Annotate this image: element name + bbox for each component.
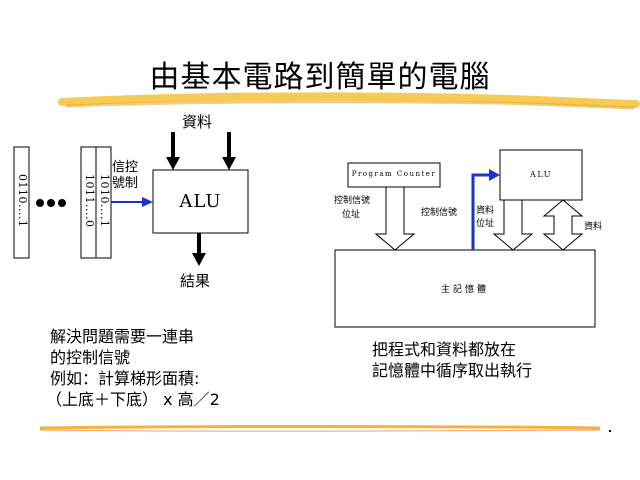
data-double-hollow-arrow <box>542 199 584 251</box>
left-text-line4: （上底＋下底） x 高／2 <box>46 390 220 409</box>
tape-1 <box>13 146 30 259</box>
title-underline-stroke <box>58 92 640 108</box>
control-label-line2: 號制 <box>112 176 139 191</box>
control-signal-text: 控制信號 <box>334 196 371 206</box>
data-arrow-head <box>166 157 180 170</box>
footer-dot <box>609 430 611 432</box>
result-label: 結果 <box>180 272 211 290</box>
address-text: 位址 <box>342 210 361 220</box>
slide-title: 由基本電路到簡單的電腦 <box>149 60 491 95</box>
right-text-line2: 記憶體中循序取出執行 <box>372 361 533 380</box>
ellipsis-dot <box>47 199 55 207</box>
ellipsis-dot <box>36 199 44 207</box>
left-text-line2: 的控制信號 <box>50 348 131 367</box>
result-arrow-head <box>192 253 206 266</box>
left-explanation: 解決問題需要一連串 的控制信號 例如：計算梯形面積: （上底＋下底） x 高／2 <box>46 326 220 410</box>
data-address-label: 資料 位址 <box>476 205 494 231</box>
alu-box <box>152 169 249 234</box>
control-arrow-head <box>142 197 153 207</box>
address-text-2: 位址 <box>476 219 495 229</box>
tape-1-text: 0110....1 <box>16 174 29 228</box>
tape-2-text: 1011....0 <box>83 174 96 228</box>
right-text-line1: 把程式和資料都放在 <box>372 340 517 359</box>
left-text-line1: 解決問題需要一連串 <box>50 327 195 346</box>
right-alu-label: ALU <box>530 170 552 179</box>
alu-label: ALU <box>179 191 222 212</box>
left-text-line3: 例如：計算梯形面積: <box>50 369 200 388</box>
blue-control-arrow-head <box>489 169 500 181</box>
blue-control-path <box>471 173 490 250</box>
data-text: 資料 <box>476 206 495 216</box>
program-counter-label: Program Counter <box>351 170 437 178</box>
address-hollow-arrow <box>374 186 416 251</box>
control-label-line1: 信控 <box>112 160 139 175</box>
tape-3-text: 1010....1 <box>98 174 111 228</box>
main-memory-label: 主記憶體 <box>440 285 489 295</box>
left-control-address-label: 控制信號 位址 <box>334 194 370 222</box>
main-memory-box <box>334 249 596 328</box>
right-data-label: 資料 <box>584 222 603 232</box>
footer-line <box>39 425 601 430</box>
data-arrow-head <box>222 157 236 170</box>
middle-control-label: 控制信號 <box>421 208 458 218</box>
control-signal-label: 信控 號制 <box>112 160 138 192</box>
alu-to-memory-hollow-arrow <box>492 199 534 251</box>
ellipsis-dot <box>58 199 66 207</box>
right-alu-box <box>499 149 583 201</box>
right-explanation: 把程式和資料都放在 記憶體中循序取出執行 <box>372 339 532 381</box>
data-label: 資料 <box>182 113 213 131</box>
